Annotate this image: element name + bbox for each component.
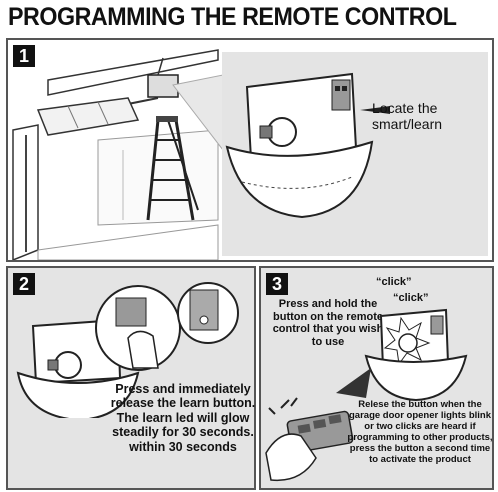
step-3-release-text: Relese the button when the garage door o… [347,399,493,465]
step-1-number: 1 [13,45,35,67]
step-2-illustration [16,282,239,418]
step-2-text: Press and immediately release the learn … [110,382,256,454]
garage-illustration [12,49,223,260]
step-1-text: Locate the smart/learn [372,100,443,133]
step-3-number: 3 [266,273,288,295]
click-sound-1: “click” [376,276,412,288]
page-title: PROGRAMMING THE REMOTE CONTROL [8,3,457,31]
step-2-number: 2 [13,273,35,295]
click-sound-2: “click” [393,292,429,304]
step-3-text: Press and hold the button on the remote … [272,298,384,348]
opener-unit-illustration [225,72,390,219]
step-3-illustration [265,308,468,482]
